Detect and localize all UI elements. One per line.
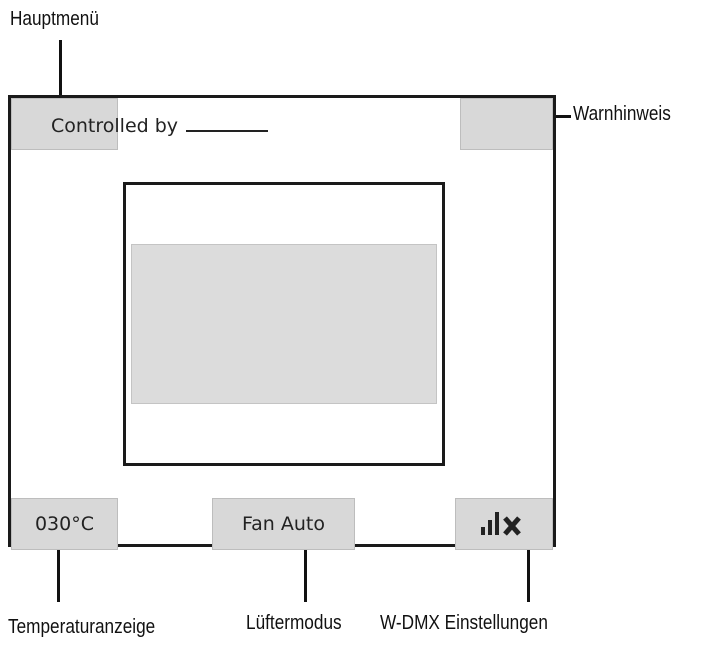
controlled-by-text: Controlled by	[51, 115, 269, 137]
main-menu-button[interactable]	[11, 98, 118, 150]
leader-line-wdmx	[527, 530, 530, 602]
callout-main-menu: Hauptmenü	[10, 8, 99, 30]
center-display-area	[131, 244, 437, 404]
leader-line-temperature	[57, 540, 60, 602]
center-frame	[123, 182, 445, 466]
signal-bars-x-icon	[478, 507, 530, 542]
fan-mode-button[interactable]: Fan Auto	[212, 498, 355, 550]
callout-temperature: Temperaturanzeige	[8, 616, 156, 638]
warning-indicator[interactable]	[460, 98, 553, 150]
device-screen: Controlled by 030°C Fan Auto	[8, 95, 556, 550]
callout-warning: Warnhinweis	[573, 103, 671, 125]
controller-name-blank	[186, 116, 269, 132]
temperature-display: 030°C	[11, 498, 118, 550]
leader-line-fan-mode	[304, 540, 307, 602]
controlled-by-label: Controlled by	[51, 115, 179, 137]
wdmx-settings-button[interactable]	[455, 498, 553, 550]
leader-line-main-menu	[59, 40, 62, 106]
callout-fan-mode: Lüftermodus	[246, 612, 342, 634]
callout-wdmx: W-DMX Einstellungen	[380, 612, 548, 634]
